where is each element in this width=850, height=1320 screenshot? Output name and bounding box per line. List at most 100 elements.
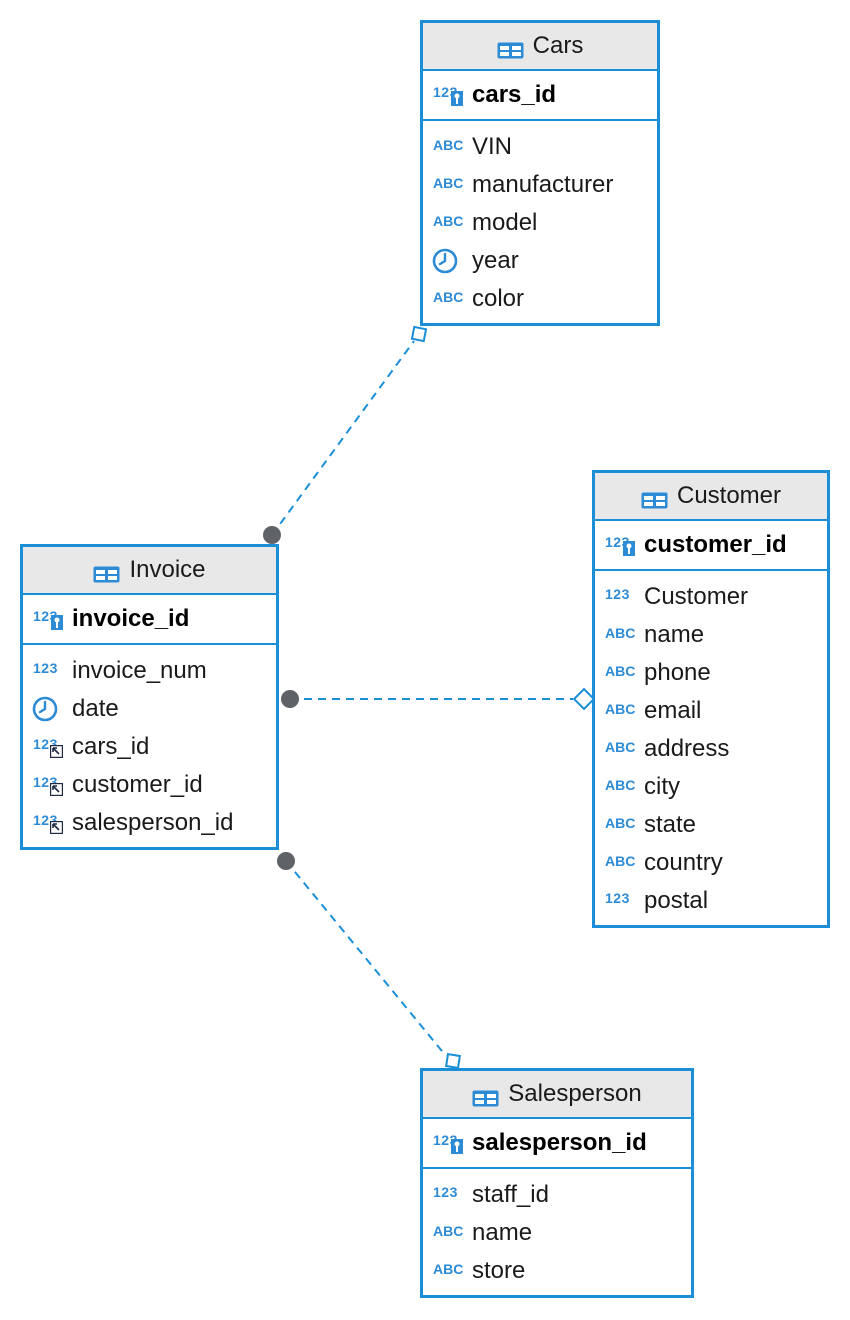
column-name: salesperson_id — [72, 809, 234, 836]
column-name: country — [644, 849, 723, 876]
key-icon: 123 — [32, 607, 66, 631]
column-name: city — [644, 773, 680, 800]
abc-icon: ABC — [605, 739, 636, 755]
abc-icon: ABC — [605, 625, 636, 641]
column-name: cars_id — [72, 733, 150, 760]
column-row[interactable]: 123 postal — [595, 882, 827, 920]
column-name: phone — [644, 659, 711, 686]
abc-icon: ABC — [605, 663, 636, 679]
key-icon: 123 — [604, 533, 638, 557]
table-salesperson[interactable]: Salesperson 123 salesperson_id 123 staff_… — [420, 1068, 694, 1298]
column-name: date — [72, 695, 119, 722]
relationship-invoice-salesperson-line[interactable] — [285, 860, 447, 1057]
table-icon — [641, 488, 668, 508]
column-row[interactable]: ABC store — [423, 1252, 691, 1290]
column-row[interactable]: ABC manufacturer — [423, 166, 657, 204]
column-name: store — [472, 1257, 526, 1284]
abc-icon: ABC — [605, 701, 636, 717]
table-title: Customer — [676, 482, 782, 509]
column-row[interactable]: ABC color — [423, 280, 657, 318]
column-row[interactable]: ABC name — [595, 616, 827, 654]
primary-key-name: salesperson_id — [472, 1129, 647, 1156]
clock-icon — [432, 248, 466, 274]
column-name: state — [644, 811, 697, 838]
column-name: customer_id — [72, 771, 203, 798]
column-row[interactable]: ABC city — [595, 768, 827, 806]
123-fk-icon: 123 — [32, 735, 66, 759]
123-icon: 123 — [33, 660, 58, 676]
table-header[interactable]: Customer — [595, 473, 827, 521]
column-row[interactable]: ABC VIN — [423, 128, 657, 166]
column-name: model — [472, 209, 538, 236]
table-title: Cars — [532, 32, 584, 59]
key-icon: 123 — [432, 1131, 466, 1155]
column-name: name — [472, 1219, 533, 1246]
column-row[interactable]: ABC country — [595, 844, 827, 882]
table-header[interactable]: Invoice — [23, 547, 276, 595]
abc-icon: ABC — [605, 853, 636, 869]
primary-key-name: customer_id — [644, 531, 787, 558]
primary-key-row[interactable]: 123 cars_id — [423, 71, 657, 121]
abc-icon: ABC — [433, 137, 464, 153]
123-fk-icon: 123 — [32, 773, 66, 797]
invoice-cars-endpoint-dot — [263, 526, 281, 544]
table-title: Invoice — [129, 556, 206, 583]
column-row[interactable]: date — [23, 690, 276, 728]
clock-icon — [32, 696, 66, 722]
relationship-invoice-cars-line[interactable] — [271, 340, 415, 536]
abc-icon: ABC — [605, 815, 636, 831]
123-icon: 123 — [433, 1184, 458, 1200]
primary-key-row[interactable]: 123 customer_id — [595, 521, 827, 571]
column-row[interactable]: ABC state — [595, 806, 827, 844]
table-title: Salesperson — [508, 1080, 642, 1107]
table-header[interactable]: Cars — [423, 23, 657, 71]
abc-icon: ABC — [433, 175, 464, 191]
column-row[interactable]: 123 staff_id — [423, 1176, 691, 1214]
invoice-salesperson-endpoint-dot — [277, 852, 295, 870]
cars-endpoint-diamond — [410, 325, 428, 343]
123-fk-icon: 123 — [32, 811, 66, 835]
column-name: color — [472, 285, 525, 312]
column-name: VIN — [472, 133, 513, 160]
primary-key-name: invoice_id — [72, 605, 190, 632]
column-name: name — [644, 621, 705, 648]
column-name: manufacturer — [472, 171, 614, 198]
abc-icon: ABC — [605, 777, 636, 793]
primary-key-row[interactable]: 123 invoice_id — [23, 595, 276, 645]
customer-endpoint-diamond — [572, 687, 596, 711]
salesperson-endpoint-diamond — [444, 1052, 462, 1070]
column-row[interactable]: 123 invoice_num — [23, 652, 276, 690]
123-icon: 123 — [605, 890, 630, 906]
abc-icon: ABC — [433, 289, 464, 305]
abc-icon: ABC — [433, 1261, 464, 1277]
column-row[interactable]: year — [423, 242, 657, 280]
column-name: year — [472, 247, 519, 274]
column-name: staff_id — [472, 1181, 549, 1208]
invoice-customer-endpoint-dot — [281, 690, 299, 708]
column-name: postal — [644, 887, 709, 914]
table-header[interactable]: Salesperson — [423, 1071, 691, 1119]
column-row[interactable]: ABC model — [423, 204, 657, 242]
column-name: invoice_num — [72, 657, 207, 684]
key-icon: 123 — [432, 83, 466, 107]
primary-key-name: cars_id — [472, 81, 557, 108]
column-row[interactable]: ABC email — [595, 692, 827, 730]
primary-key-row[interactable]: 123 salesperson_id — [423, 1119, 691, 1169]
abc-icon: ABC — [433, 213, 464, 229]
column-name: address — [644, 735, 730, 762]
column-row[interactable]: ABC address — [595, 730, 827, 768]
column-name: email — [644, 697, 702, 724]
column-row[interactable]: ABC phone — [595, 654, 827, 692]
